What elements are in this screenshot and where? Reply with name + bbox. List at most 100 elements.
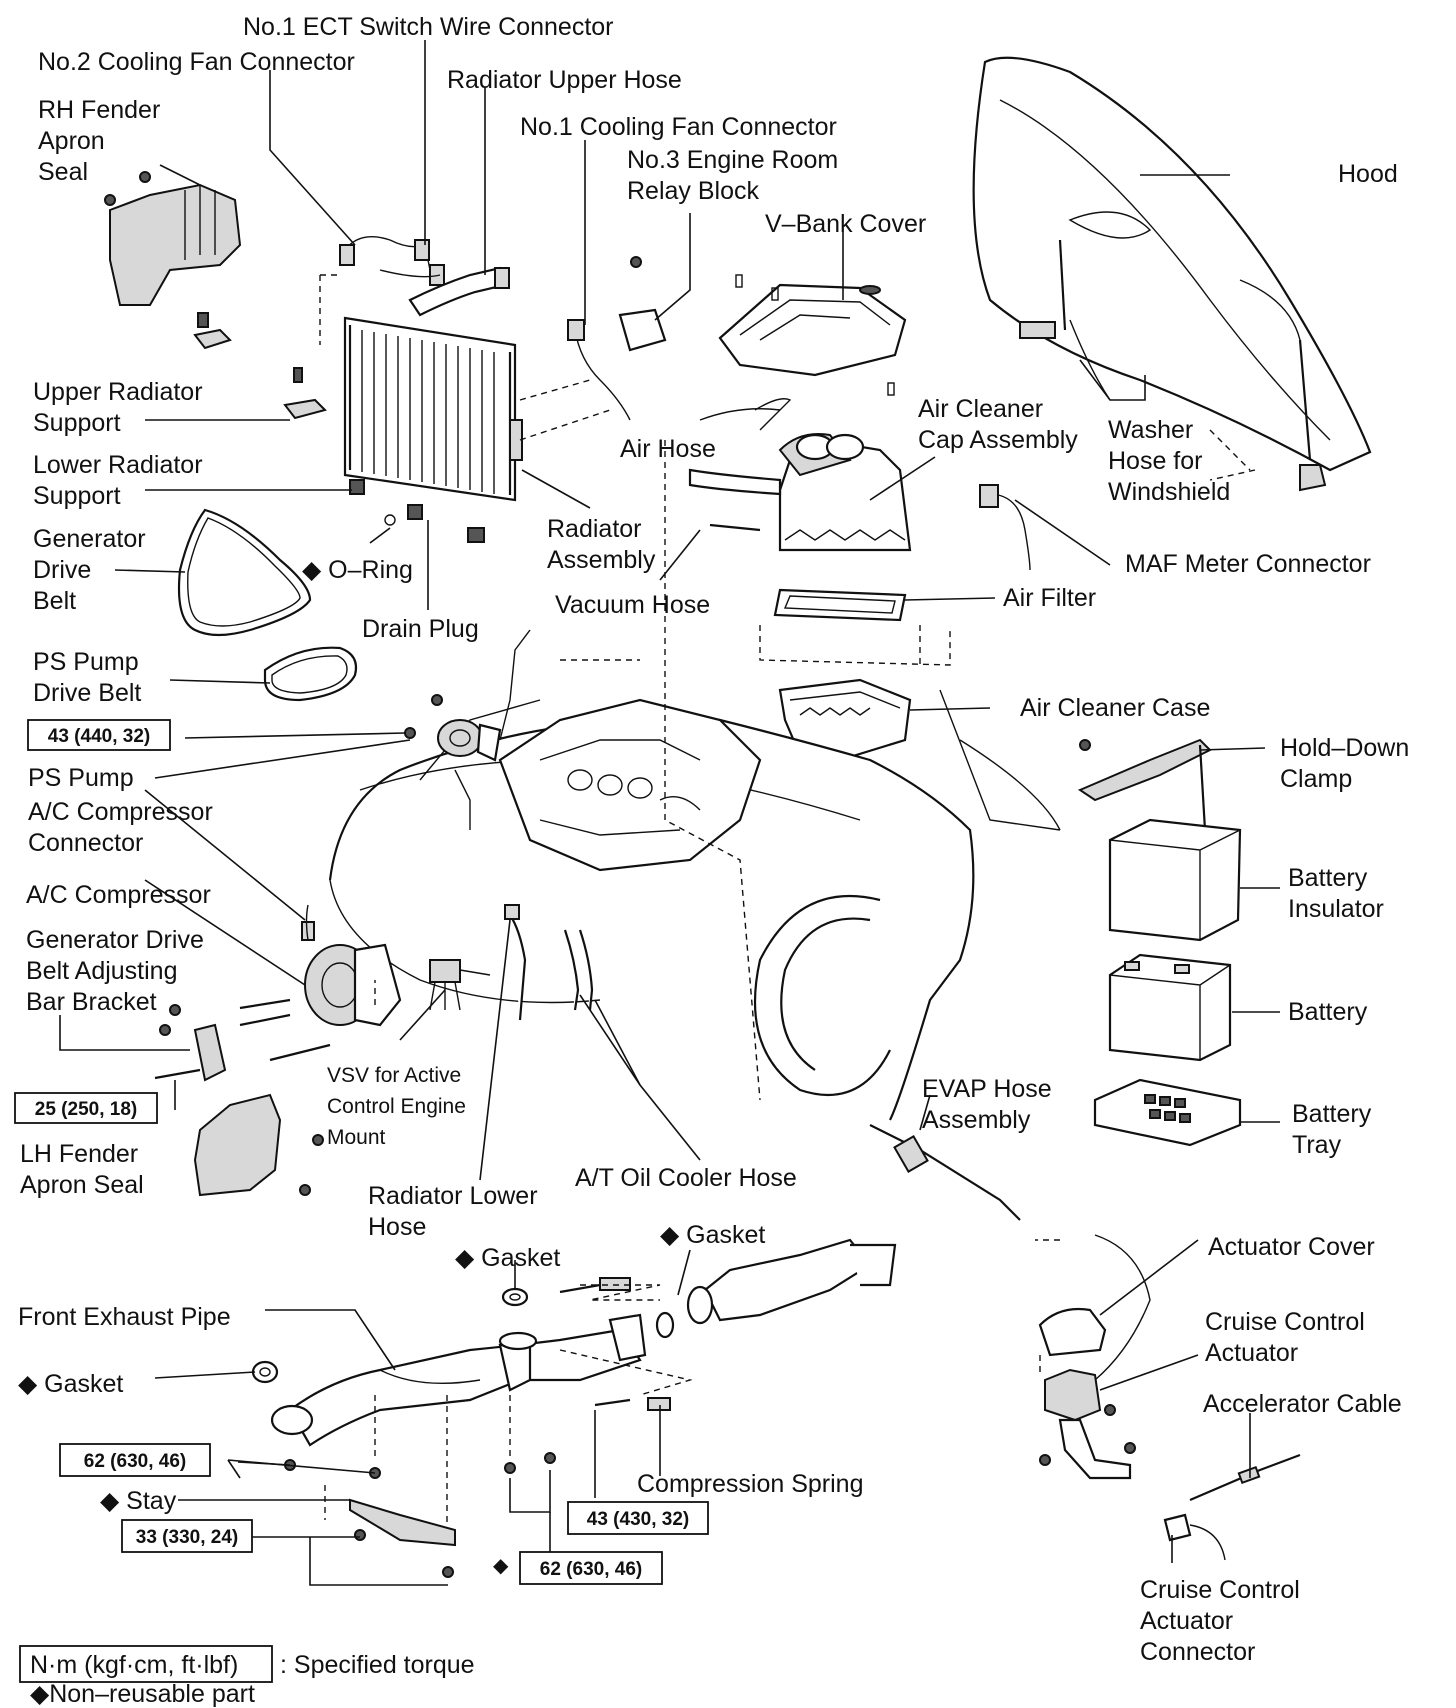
label-radiator-assembly-1: Radiator (547, 515, 642, 543)
hold-down-clamp-part (1077, 738, 1212, 831)
label-battery: Battery (1288, 998, 1368, 1026)
front-exhaust-pipe-part (270, 1313, 647, 1447)
relay-block-part (567, 256, 667, 421)
label-evap-2: Assembly (922, 1106, 1031, 1134)
label-gen-drive-belt-2: Drive (33, 556, 91, 584)
label-ect-switch: No.1 ECT Switch Wire Connector (243, 13, 614, 41)
label-at-oil-cooler: A/T Oil Cooler Hose (575, 1164, 797, 1192)
label-gasket-c: ◆ Gasket (18, 1370, 123, 1398)
label-gen-drive-belt-3: Belt (33, 587, 76, 615)
label-evap-1: EVAP Hose (922, 1075, 1052, 1103)
label-cooling-fan-2: No.2 Cooling Fan Connector (38, 48, 355, 76)
label-gen-bracket-2: Belt Adjusting (26, 957, 178, 985)
torque-box-4: 33 (330, 24) (136, 1527, 238, 1548)
label-accelerator-cable: Accelerator Cable (1203, 1390, 1402, 1418)
label-rad-lower-hose-2: Hose (368, 1213, 426, 1241)
label-rh-fender-2: Apron (38, 127, 105, 155)
accelerator-cable-part (1163, 1453, 1301, 1561)
label-lh-fender-2: Apron Seal (20, 1171, 144, 1199)
label-cruise-connector-3: Connector (1140, 1638, 1255, 1666)
label-vsv-3: Mount (327, 1126, 386, 1149)
label-rad-lower-hose-1: Radiator Lower (368, 1182, 538, 1210)
label-gasket-b: ◆ Gasket (660, 1221, 765, 1249)
label-ps-pump-belt-2: Drive Belt (33, 679, 141, 707)
label-vacuum-hose: Vacuum Hose (555, 591, 710, 619)
fan-connectors-part (339, 236, 445, 286)
label-hold-down-clamp-2: Clamp (1280, 765, 1352, 793)
diagram-labels: No.1 ECT Switch Wire Connector No.2 Cool… (18, 13, 1409, 1666)
battery-insulator-part (1108, 818, 1242, 942)
hoses-part (504, 904, 594, 1021)
label-upper-rad-support-2: Support (33, 409, 121, 437)
legend-non-reusable: ◆Non–reusable part (30, 1680, 255, 1708)
air-filter-part (773, 588, 907, 622)
label-compression-spring: Compression Spring (637, 1470, 864, 1498)
label-washer-hose-3: Windshield (1108, 478, 1230, 506)
label-air-cleaner-cap-2: Cap Assembly (918, 426, 1078, 454)
legend-torque-desc: : Specified torque (280, 1651, 475, 1679)
lh-fender-apron-seal-part (193, 1093, 324, 1197)
label-radiator-upper-hose: Radiator Upper Hose (447, 66, 682, 94)
label-ac-comp-connector-2: Connector (28, 829, 143, 857)
cruise-actuator-part (1038, 1234, 1151, 1480)
label-rh-fender-3: Seal (38, 158, 88, 186)
label-drain-plug: Drain Plug (362, 615, 479, 643)
generator-drive-belt-part (177, 508, 312, 637)
torque-values: 43 (440, 32) 25 (250, 18) 62 (630, 46) 3… (14, 719, 709, 1585)
non-reusable-mark: ◆ (493, 1555, 509, 1577)
vehicle-body-part (328, 689, 1061, 1121)
ac-compressor-part (154, 904, 402, 1082)
rh-fender-apron-seal-part (104, 171, 242, 350)
stay-part (349, 1498, 456, 1578)
maf-connector-part (979, 484, 1031, 571)
label-ps-pump-belt-1: PS Pump (33, 648, 139, 676)
label-cruise-actuator-1: Cruise Control (1205, 1308, 1365, 1336)
label-relay-block-1: No.3 Engine Room (627, 146, 838, 174)
torque-box-6: 62 (630, 46) (540, 1559, 642, 1580)
label-hold-down-clamp-1: Hold–Down (1280, 734, 1409, 762)
label-hood: Hood (1338, 160, 1398, 188)
label-rh-fender-1: RH Fender (38, 96, 160, 124)
torque-box-1: 43 (440, 32) (48, 726, 150, 747)
ps-pump-drive-belt-part (263, 646, 358, 702)
label-battery-tray-2: Tray (1292, 1131, 1342, 1159)
exhaust-hardware-part (251, 1277, 671, 1479)
label-lh-fender-1: LH Fender (20, 1140, 138, 1168)
label-front-exhaust-pipe: Front Exhaust Pipe (18, 1303, 231, 1331)
engine-part (498, 698, 762, 872)
dashed-guides (319, 274, 1256, 1525)
label-cruise-connector-1: Cruise Control (1140, 1576, 1300, 1604)
label-relay-block-2: Relay Block (627, 177, 759, 205)
radiator-upper-hose-part (408, 266, 510, 317)
label-washer-hose-1: Washer (1108, 416, 1193, 444)
label-lower-rad-support-2: Support (33, 482, 121, 510)
label-washer-hose-2: Hose for (1108, 447, 1202, 475)
air-cleaner-case-part (778, 678, 912, 762)
label-battery-tray-1: Battery (1292, 1100, 1372, 1128)
label-v-bank-cover: V–Bank Cover (765, 210, 926, 238)
label-vsv-2: Control Engine (327, 1095, 466, 1118)
label-cruise-actuator-2: Actuator (1205, 1339, 1298, 1367)
evap-hose-part (869, 1124, 1021, 1221)
label-air-cleaner-cap-1: Air Cleaner (918, 395, 1043, 423)
torque-box-2: 25 (250, 18) (35, 1099, 137, 1120)
label-radiator-assembly-2: Assembly (547, 546, 656, 574)
label-battery-insulator-2: Insulator (1288, 895, 1384, 923)
label-gen-drive-belt-1: Generator (33, 525, 146, 553)
torque-box-5: 43 (430, 32) (587, 1509, 689, 1530)
label-cruise-connector-2: Actuator (1140, 1607, 1233, 1635)
legend-torque-unit: N·m (kgf·cm, ft·lbf) (30, 1651, 238, 1679)
label-o-ring: ◆ O–Ring (302, 556, 413, 584)
label-ps-pump: PS Pump (28, 764, 134, 792)
leader-lines (59, 40, 1280, 1586)
label-gasket-a: ◆ Gasket (455, 1244, 560, 1272)
label-upper-rad-support-1: Upper Radiator (33, 378, 203, 406)
label-ac-compressor: A/C Compressor (26, 881, 211, 909)
legend: N·m (kgf·cm, ft·lbf) : Specified torque … (19, 1645, 475, 1708)
battery-tray-part (1093, 1078, 1242, 1147)
label-cooling-fan-1: No.1 Cooling Fan Connector (520, 113, 837, 141)
catalytic-converter-part (655, 1238, 897, 1339)
label-air-hose: Air Hose (620, 435, 716, 463)
label-battery-insulator-1: Battery (1288, 864, 1368, 892)
